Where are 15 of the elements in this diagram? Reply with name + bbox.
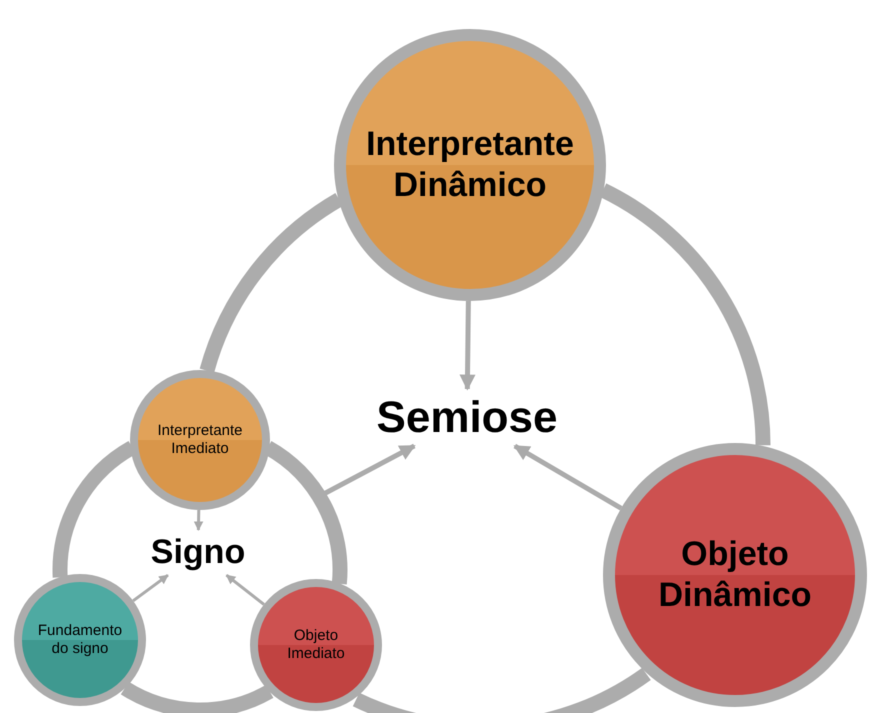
circle-label: Fundamento do signo [38,622,122,658]
ring-arc [353,668,650,713]
circle-label: Objeto Dinâmico [657,534,813,616]
arrow [460,300,476,391]
ring-arc [121,682,273,713]
ring-arc [200,193,344,374]
circle-label: Interpretante Dinâmico [365,124,575,206]
center-title: Semiose [352,391,582,445]
arrow [513,444,622,510]
arrow [194,510,204,531]
circle-label: Objeto Imediato [286,627,346,663]
arrow [132,574,169,602]
center-title: Signo [138,532,258,574]
circle-label: Interpretante Imediato [156,422,244,458]
arrow [226,574,265,606]
